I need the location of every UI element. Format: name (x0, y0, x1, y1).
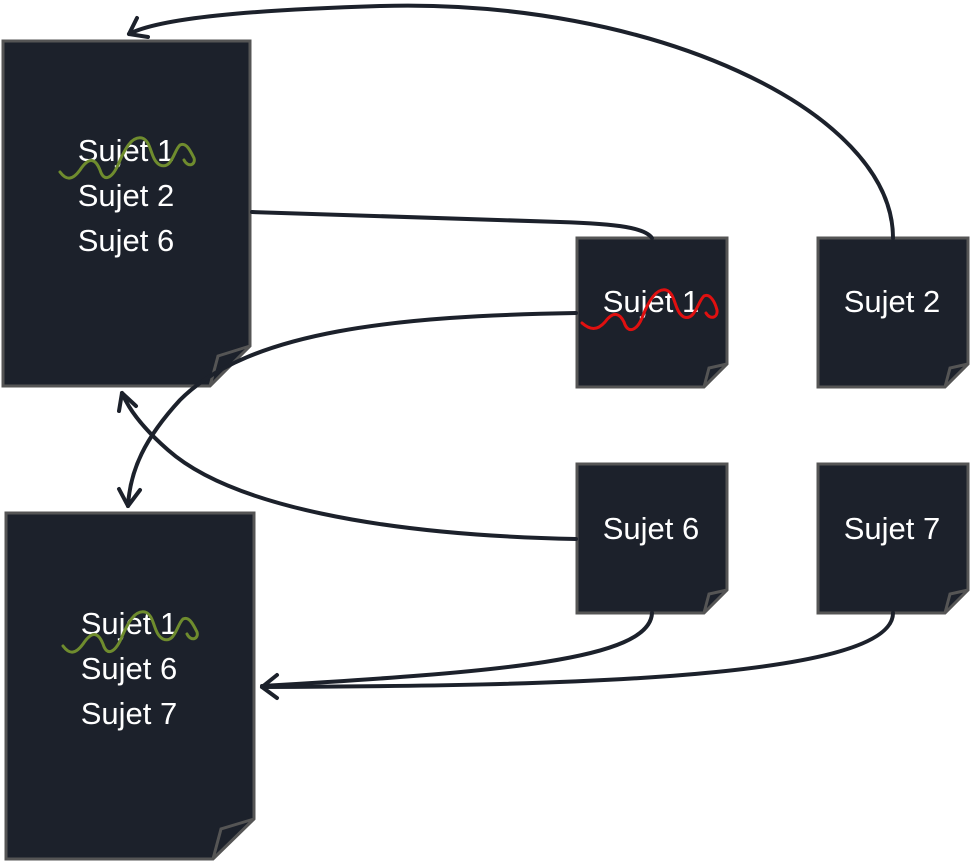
connection-line (126, 311, 578, 508)
doc-big-bottom-fold (211, 817, 255, 860)
doc-small-sujet-2-line-1: Sujet 2 (844, 284, 941, 319)
doc-big-top-body (1, 39, 252, 388)
connection-line (127, 3, 895, 240)
connection-sujet-1-to-big-top (250, 210, 654, 240)
arrowhead-icon (260, 673, 279, 700)
strike-scribble-big-top (58, 136, 196, 180)
strike-scribble-big-bottom (61, 610, 199, 654)
connection-sujet-6-to-big-top (117, 391, 578, 541)
arrowhead-icon (117, 391, 138, 413)
strike-scribble-small-sujet-1 (580, 288, 719, 332)
doc-small-sujet-1-body (575, 236, 729, 389)
doc-small-sujet-1: Sujet 1 (575, 236, 729, 389)
doc-big-top-line-3: Sujet 6 (78, 223, 175, 258)
connection-line (260, 611, 654, 688)
connection-line (120, 391, 578, 541)
doc-big-bottom-body (4, 511, 256, 861)
doc-small-sujet-6-body (575, 462, 729, 615)
connection-sujet-1-to-big-bottom (117, 311, 578, 508)
doc-big-top-line-2: Sujet 2 (78, 178, 175, 213)
connection-sujet-2-to-big-top (127, 3, 895, 240)
doc-small-sujet-2-body (816, 236, 970, 389)
doc-big-bottom: Sujet 1 Sujet 6 Sujet 7 (4, 511, 256, 861)
doc-small-sujet-7-line-1: Sujet 7 (844, 511, 941, 546)
doc-small-sujet-1-fold (702, 362, 728, 388)
arrowhead-icon (117, 487, 142, 508)
doc-small-sujet-6-line-1: Sujet 6 (603, 511, 700, 546)
connection-sujet-6-to-big-bottom (260, 611, 654, 688)
doc-small-sujet-6-fold (702, 588, 728, 614)
doc-big-bottom-line-2: Sujet 6 (81, 651, 178, 686)
doc-small-sujet-7: Sujet 7 (816, 462, 970, 615)
doc-big-bottom-line-3: Sujet 7 (81, 696, 178, 731)
doc-small-sujet-7-body (816, 462, 970, 615)
doc-small-sujet-6: Sujet 6 (575, 462, 729, 615)
doc-small-sujet-2: Sujet 2 (816, 236, 970, 389)
connection-line (260, 611, 895, 689)
connection-line (250, 210, 654, 240)
arrowhead-icon (127, 16, 150, 39)
connection-sujet-7-to-big-bottom (260, 611, 895, 700)
doc-small-sujet-7-fold (943, 588, 969, 614)
doc-small-sujet-2-fold (943, 362, 969, 388)
doc-big-top: Sujet 1 Sujet 2 Sujet 6 (1, 39, 252, 388)
